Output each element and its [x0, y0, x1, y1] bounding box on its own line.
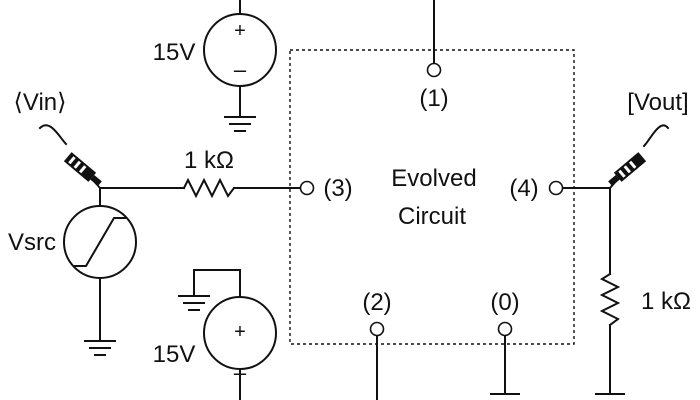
pin-3-label: (3) [323, 175, 352, 202]
ground-symbol-top-supply [224, 116, 256, 132]
block-title-line1: Evolved [391, 165, 476, 192]
pin-1 [426, 0, 442, 78]
top-supply-voltage-label: 15V [153, 39, 196, 66]
evolved-circuit-block [289, 49, 575, 345]
pin-2-label: (2) [362, 289, 391, 316]
svg-text:+: + [234, 321, 246, 343]
pin-3 [299, 180, 315, 196]
vin-probe-icon [38, 124, 102, 190]
pin-1-label: (1) [419, 85, 448, 112]
pin-4 [548, 180, 564, 196]
pin-4-label: (4) [509, 175, 538, 202]
vin-probe-label: ⟨Vin⟩ [14, 89, 67, 116]
bottom-supply-voltage-label: 15V [153, 341, 196, 368]
svg-text:+: + [234, 20, 246, 42]
output-wiring [562, 187, 625, 395]
vout-probe-icon [608, 124, 670, 190]
block-title-line2: Circuit [398, 203, 466, 230]
pin-0 [490, 321, 520, 395]
top-supply: + – [203, 0, 277, 118]
signal-source [63, 205, 137, 342]
pin-0-label: (0) [490, 289, 519, 316]
input-resistor-label: 1 kΩ [184, 147, 234, 174]
source-label: Vsrc [8, 229, 56, 256]
vout-probe-label: [Vout] [627, 89, 688, 116]
ground-symbol-bottom-supply [178, 269, 241, 311]
ground-symbol-source [84, 340, 116, 356]
input-wiring [99, 177, 301, 207]
pin-2 [369, 321, 385, 400]
bottom-supply: + – [203, 296, 277, 400]
svg-text:–: – [234, 57, 247, 82]
load-resistor-label: 1 kΩ [641, 288, 691, 315]
